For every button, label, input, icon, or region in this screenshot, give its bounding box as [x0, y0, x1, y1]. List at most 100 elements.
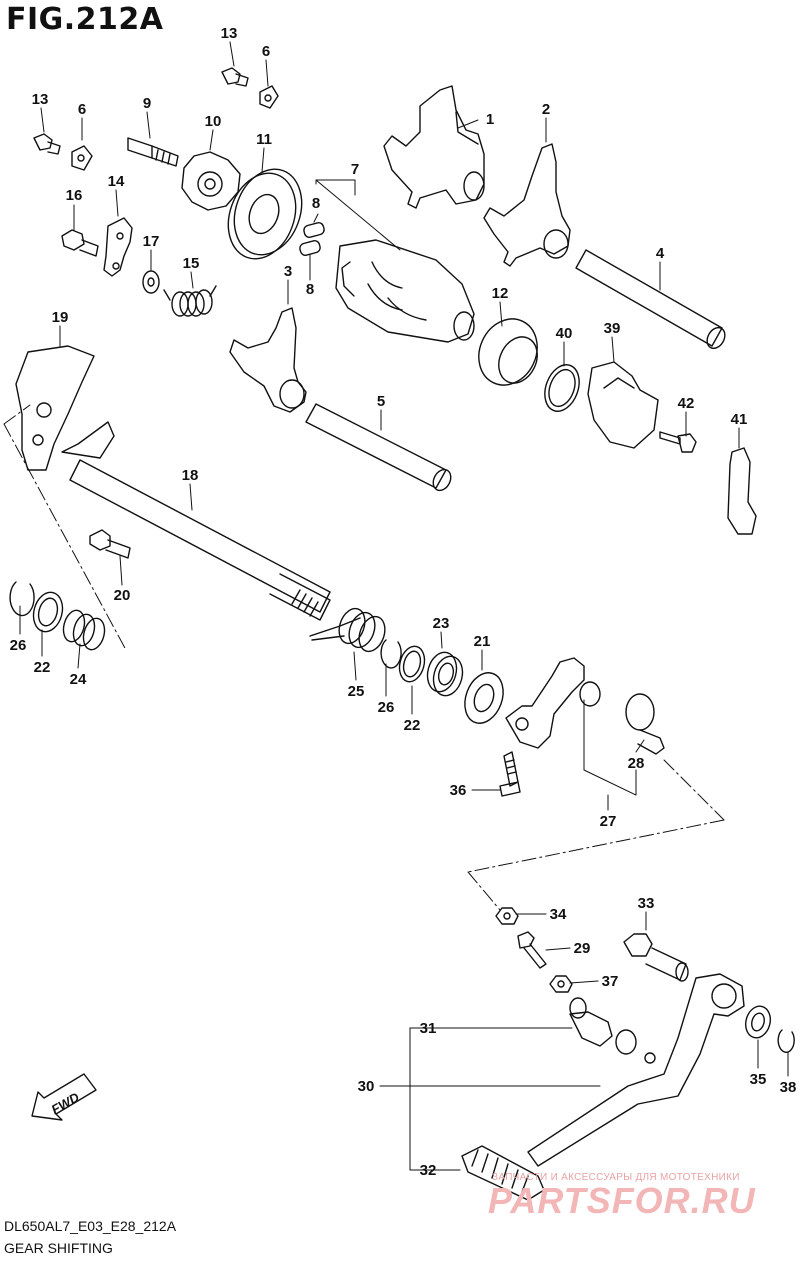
callout-1: 1: [486, 111, 494, 128]
callout-8b: 8: [306, 281, 314, 298]
part-39-clamp: [587, 361, 659, 449]
part-11-bearing: [227, 168, 303, 260]
callout-27: 27: [600, 813, 617, 830]
callout-8a: 8: [312, 195, 320, 212]
leader-lines: [19, 41, 789, 1171]
part-5-fork-shaft: [305, 403, 452, 492]
callout-5: 5: [377, 393, 385, 410]
part-7-shift-cam-drum: [335, 239, 475, 343]
figure-title: FIG.212A: [6, 2, 164, 37]
callout-38: 38: [780, 1079, 797, 1096]
part-28-rod-end: [625, 693, 665, 755]
callout-22b: 22: [404, 717, 421, 734]
part-20-pin: [89, 529, 131, 559]
part-35-washer: [744, 1005, 772, 1039]
callout-16: 16: [66, 187, 83, 204]
watermark-tagline: ЗАПЧАСТИ И АКСЕССУАРЫ ДЛЯ МОТОТЕХНИКИ: [492, 1172, 740, 1183]
callout-33: 33: [638, 895, 655, 912]
part-27-gearshift-lever-arm: [505, 657, 601, 749]
part-26-circlip-right: [380, 639, 402, 669]
callout-30: 30: [358, 1078, 375, 1095]
callout-31: 31: [420, 1020, 437, 1037]
callout-29: 29: [574, 940, 591, 957]
part-22-washer-right: [398, 645, 426, 683]
callout-40: 40: [556, 325, 573, 342]
part-40-washer: [544, 364, 580, 412]
part-10-stopper-plate: [181, 151, 241, 211]
part-14-stopper-arm: [103, 217, 133, 277]
part-33-pivot-bolt: [623, 933, 689, 982]
part-9-pin: [127, 137, 179, 167]
part-38-circlip: [777, 1029, 795, 1053]
part-29-bolt: [517, 931, 547, 969]
callout-labels: 13 6 13 6 9 10 11 1 2 7 8 8 16 14 17 15 …: [10, 25, 797, 1179]
part-26-circlip-left: [9, 581, 35, 617]
fwd-arrow-icon: [31, 1073, 97, 1121]
part-30-gearshift-lever: [527, 973, 745, 1167]
part-42-bolt: [659, 431, 697, 453]
callout-37: 37: [602, 973, 619, 990]
callout-42: 42: [678, 395, 695, 412]
part-15-spring: [163, 285, 217, 317]
callout-3: 3: [284, 263, 292, 280]
callout-17: 17: [143, 233, 160, 250]
callout-24: 24: [70, 671, 87, 688]
callout-36: 36: [450, 782, 467, 799]
part-24-oil-seal: [62, 609, 106, 651]
part-21-washer: [464, 672, 504, 724]
callout-9: 9: [143, 95, 151, 112]
part-34-nut: [495, 907, 519, 925]
callout-34: 34: [550, 906, 567, 923]
callout-13b: 13: [32, 91, 49, 108]
assembly-guide-lines: [3, 404, 725, 911]
part-6-washer-left: [71, 145, 93, 171]
callout-28: 28: [628, 755, 645, 772]
callout-41: 41: [731, 411, 748, 428]
watermark-logo: PARTSFOR.RU: [488, 1180, 756, 1221]
callout-32: 32: [420, 1162, 437, 1179]
part-25-return-spring: [309, 607, 386, 653]
callout-10: 10: [205, 113, 222, 130]
callout-15: 15: [183, 255, 200, 272]
callout-39: 39: [604, 320, 621, 337]
part-31-rod-end: [569, 997, 613, 1047]
part-2-shift-fork: [483, 143, 571, 267]
part-8-dowel-pins: [299, 222, 325, 256]
part-6-washer-upper: [259, 85, 279, 109]
callout-11: 11: [256, 131, 272, 148]
part-41-guide: [727, 447, 757, 535]
callout-2: 2: [542, 101, 550, 118]
callout-19: 19: [52, 309, 69, 326]
callout-26a: 26: [10, 637, 27, 654]
callout-6b: 6: [78, 101, 86, 118]
figure-name: GEAR SHIFTING: [4, 1240, 113, 1256]
part-3-shift-fork: [229, 307, 307, 413]
callout-14: 14: [108, 173, 125, 190]
part-22-washer-left: [32, 591, 64, 633]
callout-12: 12: [492, 285, 509, 302]
callout-4: 4: [656, 245, 665, 262]
callout-23: 23: [433, 615, 450, 632]
part-19-gearshift-arm: [15, 345, 95, 471]
callout-21: 21: [474, 633, 491, 650]
part-32-footpeg-rubber: [461, 1145, 545, 1201]
figure-code: DL650AL7_E03_E28_212A: [4, 1218, 177, 1234]
callout-35: 35: [750, 1071, 767, 1088]
part-4-fork-shaft: [575, 249, 726, 350]
part-36-bolt: [499, 751, 521, 797]
callout-18: 18: [182, 467, 199, 484]
part-12-needle-bearing: [478, 318, 538, 386]
part-18-gearshift-shaft: [61, 421, 331, 621]
part-1-shift-fork: [383, 85, 485, 209]
callout-26b: 26: [378, 699, 395, 716]
part-17-washer: [142, 270, 160, 294]
part-13-bolt-left: [33, 133, 61, 155]
part-23-bearing: [426, 651, 464, 697]
callout-7: 7: [351, 161, 359, 178]
callout-6a: 6: [262, 43, 270, 60]
callout-20: 20: [114, 587, 131, 604]
callout-22a: 22: [34, 659, 51, 676]
callout-25: 25: [348, 683, 365, 700]
callout-13a: 13: [221, 25, 238, 42]
